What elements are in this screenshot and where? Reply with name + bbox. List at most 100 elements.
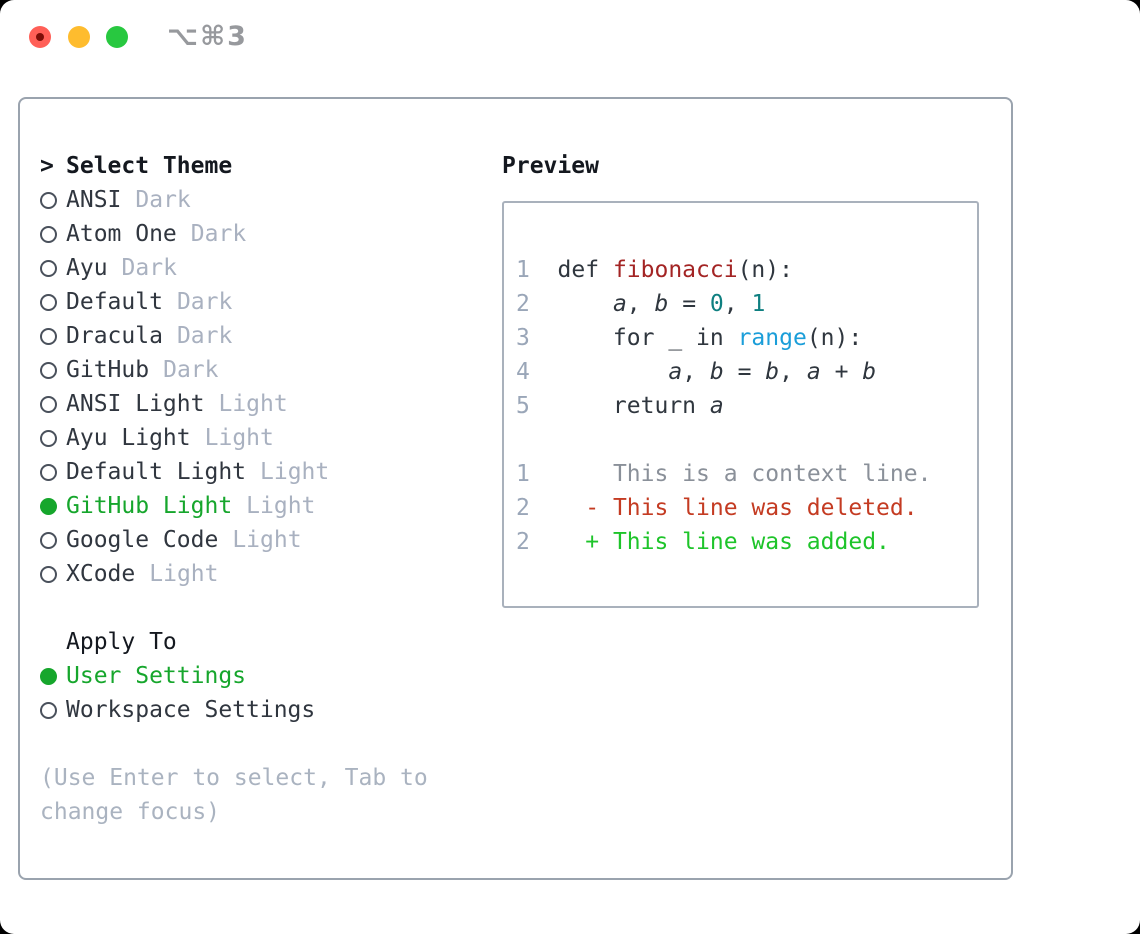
theme-option-github-light[interactable]: GitHub Light Light	[40, 489, 492, 523]
radio-icon	[40, 191, 57, 209]
keyboard-hint: (Use Enter to select, Tab to change focu…	[40, 765, 428, 825]
radio-slot	[40, 463, 66, 481]
radio-icon	[40, 259, 57, 277]
code-segment-code: return	[557, 393, 710, 419]
radio-icon	[40, 463, 57, 481]
code-segment-var: a	[806, 359, 821, 385]
radio-slot	[40, 259, 66, 277]
code-segment-code	[558, 291, 613, 317]
code-segment-code: +	[820, 359, 863, 385]
radio-icon	[40, 225, 57, 243]
radio-slot	[40, 565, 66, 583]
code-segment-code	[558, 359, 669, 385]
preview-title: Preview	[502, 153, 599, 179]
code-line: 3 for _ in range(n):	[516, 321, 965, 355]
code-line: 2 a, b = 0, 1	[516, 287, 965, 321]
radio-icon	[40, 395, 57, 413]
theme-variant-tag: Dark	[176, 289, 233, 315]
option-label: Atom One	[66, 221, 177, 247]
code-segment-code: def	[557, 257, 613, 283]
code-segment-var: b	[654, 291, 669, 317]
theme-variant-tag: Dark	[121, 255, 177, 281]
code-segment-ln: 1	[516, 461, 530, 487]
option-label: Default Light	[66, 459, 247, 485]
code-segment-var: a	[612, 291, 627, 317]
radio-slot	[40, 327, 66, 345]
option-label: XCode	[66, 561, 136, 587]
option-label: Workspace Settings	[66, 697, 316, 723]
prompt-slot: >	[40, 153, 66, 179]
option-label: Dracula	[66, 323, 163, 349]
theme-variant-tag: Light	[246, 493, 316, 519]
radio-slot	[40, 429, 66, 447]
radio-icon	[40, 565, 57, 583]
theme-variant-tag: Dark	[163, 357, 219, 383]
code-segment-ln: 5	[516, 393, 558, 419]
code-segment-code: ,	[723, 291, 752, 317]
radio-icon	[40, 361, 57, 379]
radio-icon	[40, 429, 57, 447]
select-theme-title: Select Theme	[66, 153, 233, 179]
code-segment-del: - This line was deleted.	[585, 495, 918, 521]
select-theme-header: > Select Theme	[40, 149, 492, 183]
code-segment-code: (n):	[806, 325, 863, 351]
theme-variant-tag: Dark	[135, 187, 191, 213]
theme-variant-tag: Light	[149, 561, 219, 587]
theme-variant-tag: Dark	[176, 323, 233, 349]
code-segment-ln: 4	[516, 359, 558, 385]
preview-column: Preview 1 def fibonacci(n):2 a, b = 0, 1…	[492, 149, 987, 878]
theme-variant-tag: Light	[204, 425, 274, 451]
apply-to-title: Apply To	[66, 629, 177, 655]
code-segment-code	[530, 495, 585, 521]
apply-option-user-settings[interactable]: User Settings	[40, 659, 492, 693]
code-segment-var: b	[862, 359, 877, 385]
radio-slot	[40, 395, 66, 413]
code-segment-code: ,	[626, 291, 655, 317]
zoom-button[interactable]	[106, 26, 128, 48]
theme-option-ayu[interactable]: Ayu Dark	[40, 251, 492, 285]
theme-option-dracula[interactable]: Dracula Dark	[40, 319, 492, 353]
code-segment-ln: 2	[516, 495, 530, 521]
theme-option-google-code[interactable]: Google Code Light	[40, 523, 492, 557]
code-segment-code: =	[668, 291, 710, 317]
radio-slot	[40, 225, 66, 243]
radio-slot	[40, 293, 66, 311]
code-segment-ln: 3	[516, 325, 558, 351]
option-label: Ayu	[66, 255, 108, 281]
code-segment-ctx	[530, 461, 613, 487]
option-label: Google Code	[66, 527, 219, 553]
theme-option-default[interactable]: Default Dark	[40, 285, 492, 319]
spacer	[40, 727, 492, 761]
title-bar: ⌥⌘3	[0, 0, 1140, 75]
radio-icon	[40, 293, 57, 311]
theme-variant-tag: Light	[232, 527, 302, 553]
radio-slot	[40, 701, 66, 719]
radio-selected-icon	[40, 667, 57, 685]
apply-to-header: Apply To	[40, 625, 492, 659]
option-label: GitHub Light	[66, 493, 233, 519]
spacer	[516, 423, 965, 457]
code-segment-ln: 2	[516, 529, 530, 555]
option-label: Ayu Light	[66, 425, 191, 451]
code-segment-ctx: This is a context line.	[612, 461, 932, 487]
radio-slot	[40, 667, 66, 685]
apply-option-workspace-settings[interactable]: Workspace Settings	[40, 693, 492, 727]
option-label: Default	[66, 289, 163, 315]
minimize-button[interactable]	[68, 26, 90, 48]
theme-option-ayu-light[interactable]: Ayu Light Light	[40, 421, 492, 455]
code-segment-add: + This line was added.	[585, 529, 890, 555]
code-segment-code	[530, 529, 585, 555]
theme-option-xcode[interactable]: XCode Light	[40, 557, 492, 591]
window-title: ⌥⌘3	[167, 21, 248, 52]
radio-slot	[40, 497, 66, 515]
close-modified-dot-icon	[36, 33, 44, 41]
diff-line: 2 - This line was deleted.	[516, 491, 965, 525]
close-button[interactable]	[29, 26, 51, 48]
